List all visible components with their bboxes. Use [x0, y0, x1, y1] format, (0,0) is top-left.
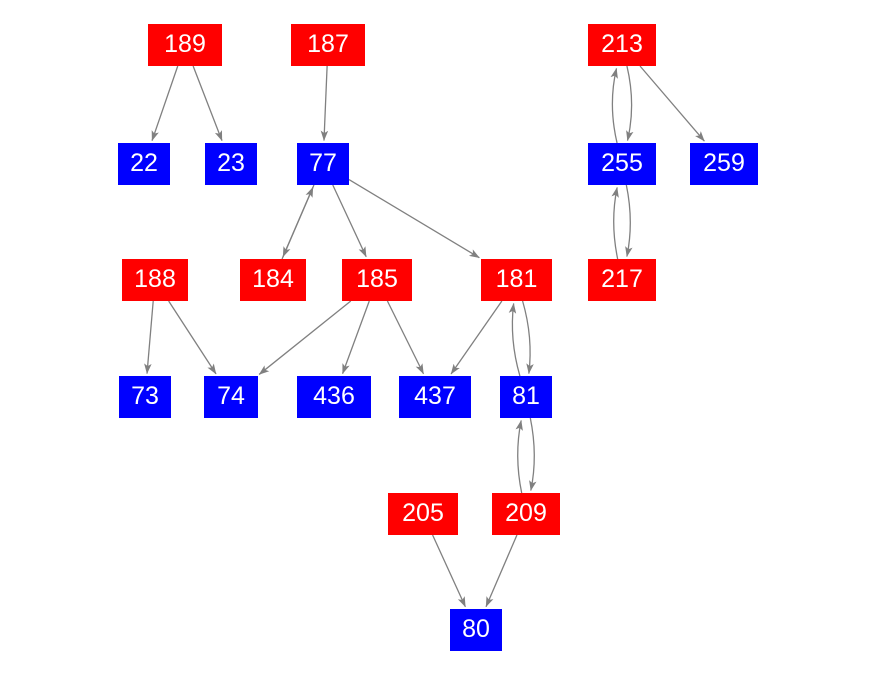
graph-node-74[interactable]: 74	[204, 376, 258, 418]
graph-node-label: 217	[601, 264, 643, 293]
graph-node-label: 437	[414, 381, 456, 410]
graph-node-label: 184	[252, 264, 294, 293]
graph-node-213[interactable]: 213	[588, 24, 656, 66]
graph-node-188[interactable]: 188	[122, 259, 188, 301]
graph-node-label: 81	[512, 381, 540, 410]
graph-node-73[interactable]: 73	[119, 376, 171, 418]
graph-node-label: 255	[601, 148, 643, 177]
graph-node-187[interactable]: 187	[291, 24, 365, 66]
graph-node-436[interactable]: 436	[297, 376, 371, 418]
graph-node-label: 189	[164, 29, 206, 58]
graph-node-label: 209	[505, 498, 547, 527]
graph-node-label: 436	[313, 381, 355, 410]
graph-node-217[interactable]: 217	[588, 259, 656, 301]
graph-node-255[interactable]: 255	[588, 143, 656, 185]
graph-node-label: 181	[495, 264, 538, 293]
graph-node-185[interactable]: 185	[342, 259, 412, 301]
graph-node-184[interactable]: 184	[240, 259, 306, 301]
graph-node-437[interactable]: 437	[399, 376, 471, 418]
graph-node-label: 188	[134, 264, 176, 293]
graph-node-label: 259	[703, 148, 745, 177]
graph-node-209[interactable]: 209	[492, 493, 560, 535]
graph-node-label: 205	[402, 498, 444, 527]
graph-node-label: 77	[309, 148, 337, 177]
graph-node-189[interactable]: 189	[148, 24, 222, 66]
graph-node-81[interactable]: 81	[500, 376, 552, 418]
graph-node-label: 80	[462, 614, 490, 643]
graph-node-22[interactable]: 22	[118, 143, 170, 185]
graph-node-80[interactable]: 80	[450, 609, 502, 651]
graph-node-259[interactable]: 259	[690, 143, 758, 185]
graph-node-181[interactable]: 181	[481, 259, 552, 301]
graph-node-label: 213	[601, 29, 643, 58]
graph-node-205[interactable]: 205	[388, 493, 458, 535]
graph-node-label: 74	[217, 381, 245, 410]
graph-node-label: 22	[130, 148, 158, 177]
graph-node-label: 185	[356, 264, 398, 293]
graph-node-77[interactable]: 77	[297, 143, 349, 185]
graph-node-label: 187	[307, 29, 349, 58]
graph-node-label: 23	[217, 148, 245, 177]
graph-node-label: 73	[131, 381, 159, 410]
graph-node-23[interactable]: 23	[205, 143, 257, 185]
